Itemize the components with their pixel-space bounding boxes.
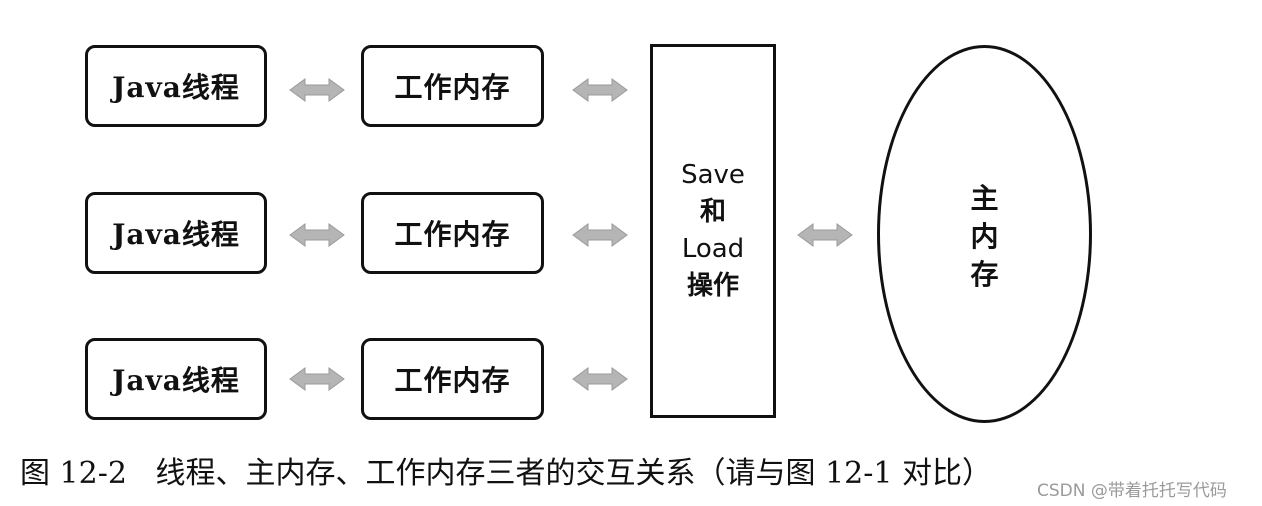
save-load-line-2: 和: [699, 197, 726, 227]
save-load-line-3: Load: [681, 234, 745, 264]
main-memory-line-1: 主: [970, 182, 999, 215]
java-thread-label-1: Java线程: [112, 71, 240, 104]
working-memory-box-1: 工作内存: [361, 45, 544, 127]
double-arrow-icon: [289, 366, 345, 392]
double-arrow-icon: [289, 222, 345, 248]
java-thread-label-3: Java线程: [112, 364, 240, 397]
double-arrow-icon: [572, 366, 628, 392]
double-arrow-icon: [797, 222, 853, 248]
java-thread-box-3: Java线程: [85, 338, 267, 420]
watermark: CSDN @带着托托写代码: [1037, 481, 1227, 501]
main-memory-line-2: 内: [970, 220, 999, 253]
main-memory-line-3: 存: [970, 258, 999, 291]
save-load-line-4: 操作: [686, 271, 739, 301]
working-memory-label-2: 工作内存: [394, 218, 511, 251]
working-memory-box-3: 工作内存: [361, 338, 544, 420]
save-load-operations-box: Save 和 Load 操作: [650, 44, 776, 418]
java-thread-label-2: Java线程: [112, 218, 240, 251]
main-memory-ellipse: 主 内 存: [877, 45, 1092, 423]
working-memory-label-3: 工作内存: [394, 364, 511, 397]
working-memory-box-2: 工作内存: [361, 192, 544, 274]
double-arrow-icon: [289, 77, 345, 103]
save-load-line-1: Save: [681, 160, 745, 190]
double-arrow-icon: [572, 222, 628, 248]
main-memory-label: 主 内 存: [880, 180, 1089, 294]
java-thread-box-1: Java线程: [85, 45, 267, 127]
double-arrow-icon: [572, 77, 628, 103]
java-thread-box-2: Java线程: [85, 192, 267, 274]
working-memory-label-1: 工作内存: [394, 71, 511, 104]
figure-caption: 图 12-2 线程、主内存、工作内存三者的交互关系（请与图 12-1 对比）: [20, 456, 993, 491]
